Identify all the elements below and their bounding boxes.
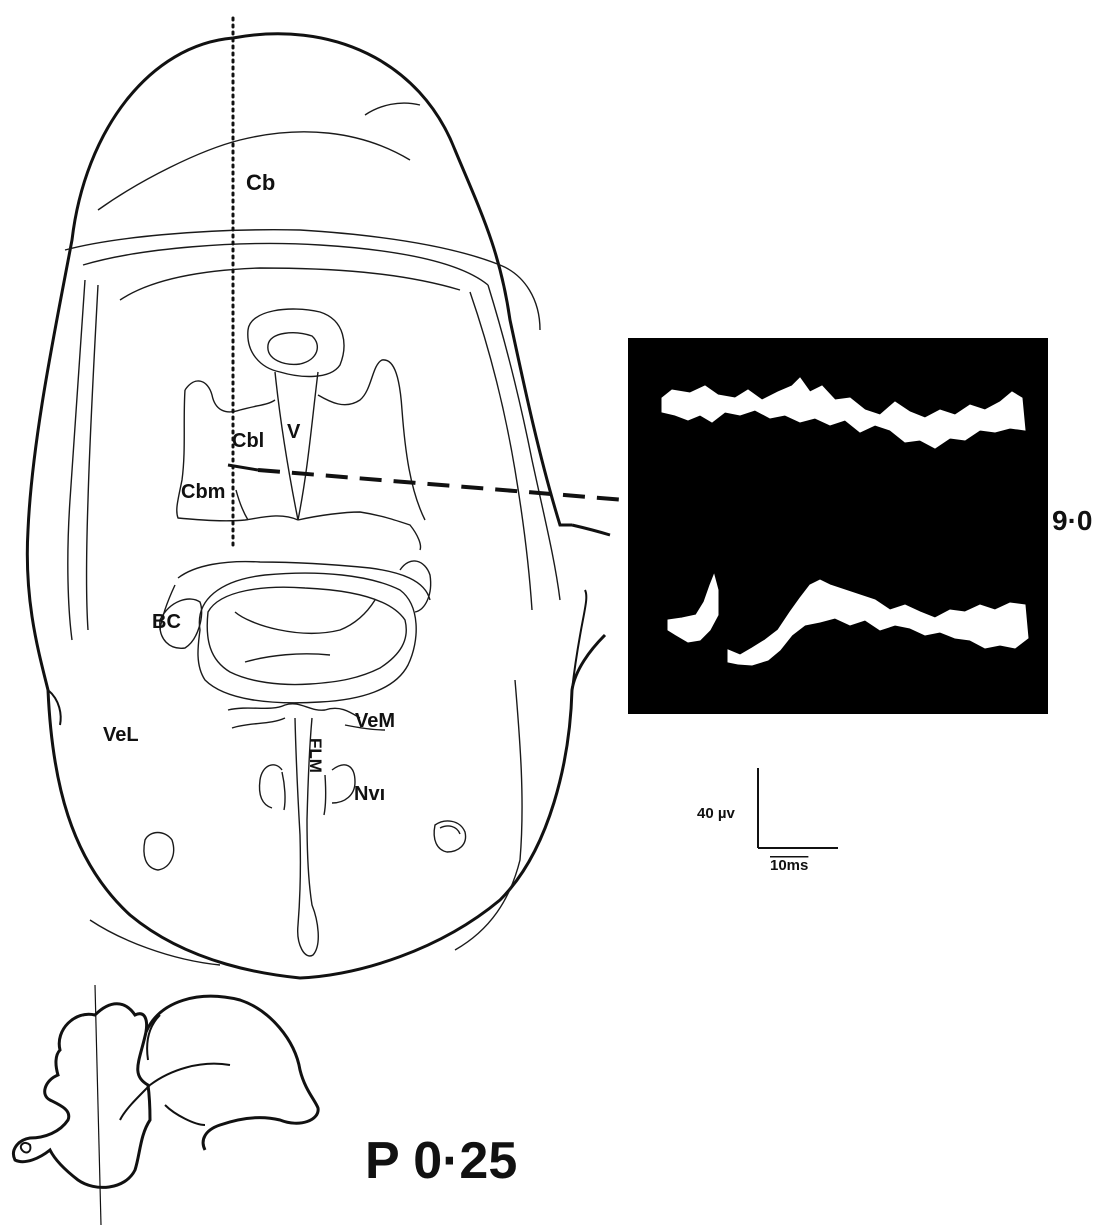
section-outline [27,34,605,978]
label-cbm: Cbm [181,481,225,503]
recording-depth-label: 9·0 [1052,505,1092,536]
recording-leader-line [258,470,625,500]
section-level-label: P 0·25 [365,1132,517,1190]
cerebellar-folia [65,103,560,640]
medulla-floor [90,680,522,965]
cerebellar-peduncle-region [160,561,431,703]
label-vem: VeM [355,710,395,732]
label-flm: FLM [306,738,325,773]
scale-bar: 40 µv 10ms [697,768,838,874]
scale-amplitude-label: 40 µv [697,805,735,822]
brain-lateral-inset [13,985,318,1225]
label-vel: VeL [103,724,139,746]
label-cbl: Cbl [232,430,264,452]
label-bc: BC [152,611,181,633]
inset-section-line [95,985,101,1225]
scale-time-label: 10ms [770,857,808,874]
label-v: V [287,421,301,443]
label-nvi: Nvı [354,783,385,805]
section-edge-right [572,525,610,535]
recording-panel [628,338,1048,714]
vermis-ventricle [177,309,425,550]
label-cb: Cb [246,170,275,195]
